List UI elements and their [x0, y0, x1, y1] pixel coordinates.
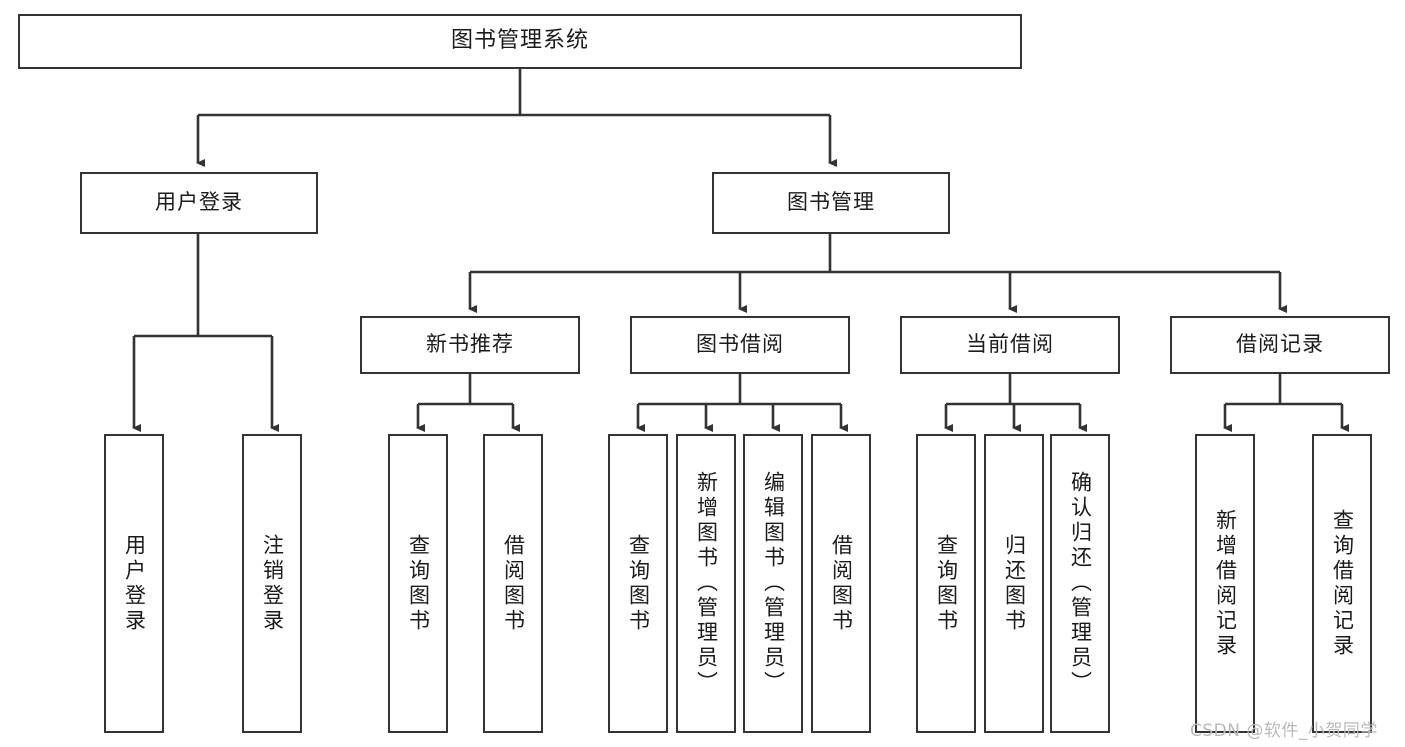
- leaf-label: 新增借阅记录: [1213, 508, 1238, 659]
- leaf-label: 查询图书: [934, 533, 959, 634]
- leaf-current-borrow-2[interactable]: 归还图书: [984, 434, 1044, 733]
- leaf-label: 查询借阅记录: [1330, 508, 1355, 659]
- leaf-new-book-2[interactable]: 借阅图书: [483, 434, 543, 733]
- csdn-watermark: CSDN @软件_小贺同学: [1190, 721, 1378, 741]
- leaf-label: 用户登录: [122, 533, 147, 634]
- leaf-borrow-record-1[interactable]: 新增借阅记录: [1195, 434, 1255, 733]
- node-book-manage[interactable]: 图书管理: [712, 172, 950, 234]
- leaf-current-borrow-3[interactable]: 确认归还（管理员）: [1050, 434, 1110, 733]
- node-user-login[interactable]: 用户登录: [80, 172, 318, 234]
- node-new-book-label: 新书推荐: [426, 332, 514, 357]
- leaf-label: 确认归还（管理员）: [1068, 471, 1093, 696]
- leaf-user-login-1[interactable]: 用户登录: [104, 434, 164, 733]
- node-book-manage-label: 图书管理: [787, 190, 875, 215]
- node-current-borrow-label: 当前借阅: [966, 332, 1054, 357]
- leaf-book-borrow-4[interactable]: 借阅图书: [811, 434, 871, 733]
- leaf-book-borrow-3[interactable]: 编辑图书（管理员）: [743, 434, 803, 733]
- node-book-borrow-label: 图书借阅: [696, 332, 784, 357]
- node-new-book[interactable]: 新书推荐: [360, 316, 580, 374]
- leaf-label: 注销登录: [260, 533, 285, 634]
- leaf-label: 借阅图书: [829, 533, 854, 634]
- node-root[interactable]: 图书管理系统: [18, 14, 1022, 69]
- leaf-book-borrow-2[interactable]: 新增图书（管理员）: [676, 434, 736, 733]
- node-borrow-record-label: 借阅记录: [1236, 332, 1324, 357]
- leaf-book-borrow-1[interactable]: 查询图书: [608, 434, 668, 733]
- leaf-label: 归还图书: [1002, 533, 1027, 634]
- node-borrow-record[interactable]: 借阅记录: [1170, 316, 1390, 374]
- leaf-label: 新增图书（管理员）: [694, 471, 719, 696]
- leaf-new-book-1[interactable]: 查询图书: [388, 434, 448, 733]
- node-user-login-label: 用户登录: [155, 190, 243, 215]
- leaf-label: 编辑图书（管理员）: [761, 471, 786, 696]
- leaf-borrow-record-2[interactable]: 查询借阅记录: [1312, 434, 1372, 733]
- leaf-user-login-2[interactable]: 注销登录: [242, 434, 302, 733]
- node-current-borrow[interactable]: 当前借阅: [900, 316, 1120, 374]
- leaf-label: 查询图书: [406, 533, 431, 634]
- leaf-current-borrow-1[interactable]: 查询图书: [916, 434, 976, 733]
- node-book-borrow[interactable]: 图书借阅: [630, 316, 850, 374]
- leaf-label: 查询图书: [626, 533, 651, 634]
- node-root-label: 图书管理系统: [450, 28, 589, 54]
- leaf-label: 借阅图书: [501, 533, 526, 634]
